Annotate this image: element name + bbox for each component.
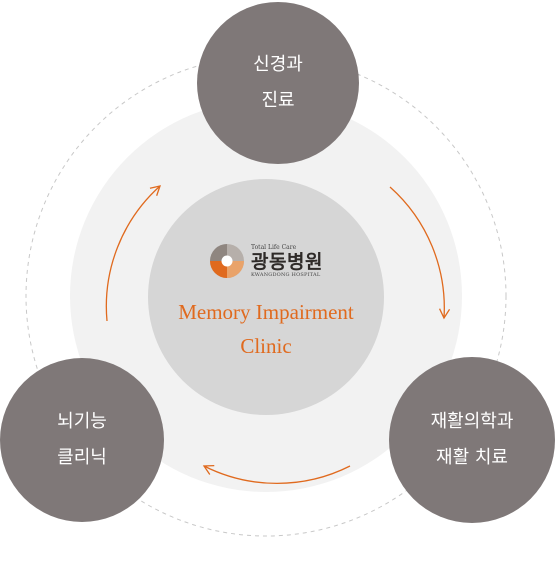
node-neurology-line2: 진료 — [261, 90, 295, 111]
node-brain-function-line1: 뇌기능 — [57, 411, 107, 432]
clinic-title-line1: Memory Impairment — [178, 300, 354, 324]
node-rehabilitation-line2: 재활 치료 — [436, 447, 508, 468]
cycle-arrow-icon — [202, 464, 351, 484]
node-rehabilitation: 재활의학과 재활 치료 — [389, 357, 555, 523]
cycle-arrow-icon — [389, 186, 451, 320]
hospital-logo-icon — [210, 244, 245, 278]
clinic-title-line2: Clinic — [240, 334, 292, 358]
logo-name-english: KWANGDONG HOSPITAL — [251, 271, 321, 278]
logo-tagline: Total Life Care — [251, 243, 297, 251]
node-rehabilitation-line1: 재활의학과 — [430, 411, 514, 432]
node-neurology-line1: 신경과 — [253, 54, 303, 75]
center-content: Total Life Care 광동병원 KWANGDONG HOSPITAL … — [148, 179, 384, 415]
logo-name-korean: 광동병원 — [251, 250, 323, 273]
hospital-logo: Total Life Care 광동병원 KWANGDONG HOSPITAL — [209, 243, 323, 279]
node-neurology: 신경과 진료 — [197, 2, 359, 164]
center-circle — [148, 179, 384, 415]
clinic-title: Memory Impairment Clinic — [178, 295, 354, 363]
node-brain-function: 뇌기능 클리닉 — [0, 358, 164, 522]
logo-wordmark: Total Life Care 광동병원 KWANGDONG HOSPITAL — [251, 244, 323, 279]
node-brain-function-line2: 클리닉 — [57, 447, 107, 468]
cycle-arrow-icon — [105, 185, 161, 322]
